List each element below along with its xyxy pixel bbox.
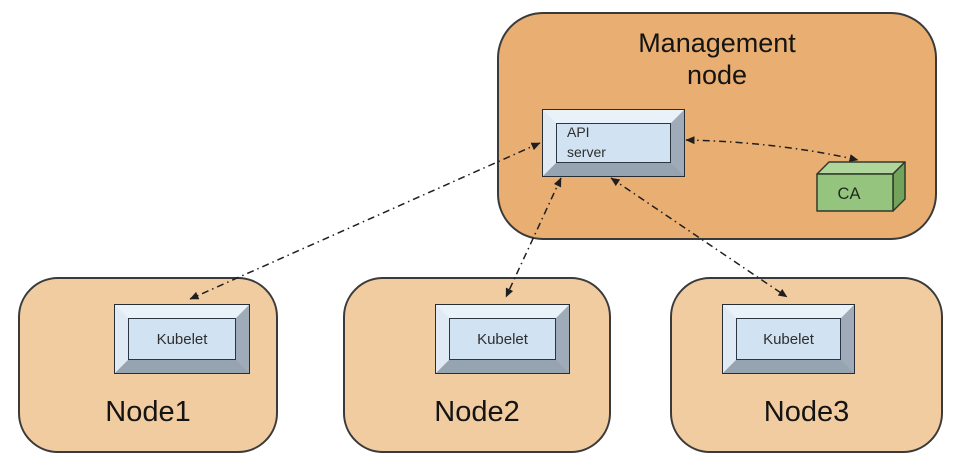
- kubelet-bevel-node1: Kubelet: [115, 305, 249, 373]
- kubelet-box-node2: Kubelet: [435, 304, 570, 374]
- node2: Kubelet Node2: [343, 277, 611, 453]
- kubelet-box-node1: Kubelet: [114, 304, 250, 374]
- node2-label: Node2: [434, 396, 520, 428]
- connector-apiserver-kubelet1: [189, 142, 541, 300]
- node1: Kubelet Node1: [18, 277, 278, 453]
- node1-label: Node1: [105, 396, 191, 428]
- node3-label: Node3: [763, 396, 850, 428]
- kubelet-label-node2: Kubelet: [477, 330, 528, 348]
- management-node-label: Management node: [638, 28, 796, 91]
- kubelet-face-node2: Kubelet: [449, 318, 556, 360]
- api-server-face: API server: [556, 123, 671, 163]
- api-server-box: API server: [542, 109, 685, 177]
- kubelet-bevel-node2: Kubelet: [436, 305, 569, 373]
- kubelet-bevel-node3: Kubelet: [723, 305, 854, 373]
- kubelet-face-node1: Kubelet: [128, 318, 236, 360]
- kubelet-label-node1: Kubelet: [156, 330, 208, 348]
- kubelet-label-node3: Kubelet: [763, 330, 814, 348]
- api-server-bevel: API server: [543, 110, 684, 176]
- kubelet-face-node3: Kubelet: [736, 318, 841, 360]
- management-node: Management node API server: [497, 12, 937, 240]
- api-server-label: API server: [567, 124, 606, 160]
- node3: Kubelet Node3: [670, 277, 943, 453]
- kubelet-box-node3: Kubelet: [722, 304, 855, 374]
